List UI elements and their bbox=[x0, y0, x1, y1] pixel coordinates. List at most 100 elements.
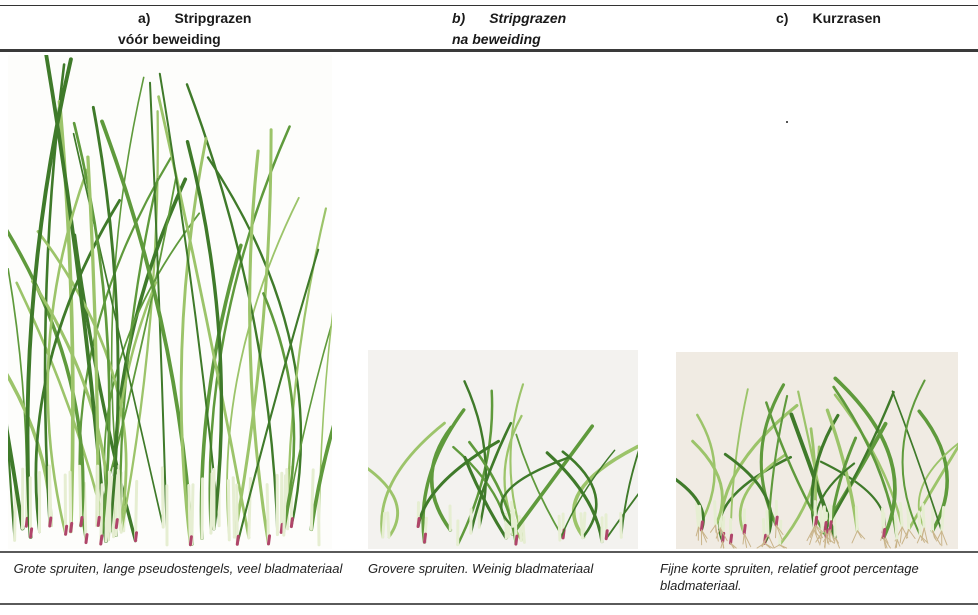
root-strand bbox=[941, 530, 948, 546]
photo-kurzrasen bbox=[676, 352, 958, 549]
grass-illustration-b bbox=[368, 380, 638, 547]
grass-blade bbox=[416, 439, 500, 528]
grass-stem bbox=[381, 511, 387, 539]
stem-base bbox=[828, 520, 833, 532]
grass-stem bbox=[82, 481, 88, 545]
root-strand bbox=[742, 532, 745, 545]
root-strand bbox=[779, 544, 785, 549]
root-strand bbox=[815, 524, 823, 539]
stray-mark bbox=[786, 121, 788, 123]
photo-stripgrazen-before bbox=[8, 55, 332, 549]
grass-stem bbox=[765, 509, 770, 537]
column-a-title: Stripgrazen bbox=[174, 10, 252, 26]
root-strand bbox=[923, 527, 928, 543]
root-strand bbox=[809, 526, 815, 538]
stem-base bbox=[823, 521, 828, 532]
root-strand bbox=[719, 527, 728, 542]
grass-blade bbox=[759, 383, 786, 527]
stem-base bbox=[729, 533, 734, 545]
grass-blade bbox=[421, 408, 466, 544]
grass-blade bbox=[185, 83, 279, 536]
grass-blade bbox=[8, 229, 85, 528]
stem-base bbox=[79, 516, 84, 527]
grass-blade bbox=[515, 433, 564, 539]
grass-blade bbox=[120, 110, 159, 534]
root-strand bbox=[813, 529, 820, 544]
header-divider bbox=[0, 49, 978, 52]
grass-stem bbox=[517, 515, 523, 542]
grass-stem bbox=[898, 501, 904, 529]
column-c-title: Kurzrasen bbox=[812, 10, 881, 26]
root-strand bbox=[834, 536, 840, 549]
grass-blade bbox=[318, 312, 332, 546]
grass-stem bbox=[78, 464, 83, 527]
grass-blade bbox=[572, 444, 638, 539]
grass-blade bbox=[57, 99, 75, 534]
grass-stem bbox=[279, 471, 284, 534]
root-strand bbox=[896, 539, 901, 547]
root-strand bbox=[761, 534, 769, 548]
grass-stem bbox=[134, 479, 139, 543]
stem-base bbox=[235, 534, 240, 546]
stem-base bbox=[114, 518, 119, 530]
root-strand bbox=[743, 532, 752, 548]
grass-blade bbox=[605, 492, 638, 540]
stem-base bbox=[514, 534, 519, 546]
photo-stripgrazen-after bbox=[368, 350, 638, 549]
root-strand bbox=[824, 530, 830, 545]
grass-blade bbox=[236, 248, 320, 546]
grass-stem bbox=[96, 464, 100, 527]
grass-blade bbox=[118, 177, 159, 531]
grass-stem bbox=[695, 502, 700, 529]
grass-blade bbox=[691, 439, 724, 527]
grass-stem bbox=[200, 477, 205, 540]
grass-blade bbox=[158, 72, 221, 527]
stem-base bbox=[64, 524, 69, 536]
grass-blade bbox=[832, 385, 899, 541]
caption-c: Fijne korte spruiten, relatief groot per… bbox=[660, 561, 919, 593]
grass-blade bbox=[25, 57, 73, 539]
grass-blade bbox=[46, 168, 89, 536]
grass-blade bbox=[891, 390, 943, 532]
grass-stem bbox=[190, 483, 195, 546]
root-strand bbox=[916, 535, 921, 544]
grass-blade bbox=[510, 424, 594, 536]
grass-blade bbox=[283, 320, 332, 536]
grass-blade bbox=[469, 421, 513, 535]
stem-base bbox=[24, 516, 29, 528]
grass-stem bbox=[579, 512, 584, 540]
table-bottom-border bbox=[0, 603, 978, 605]
root-strand bbox=[767, 534, 775, 549]
root-strand bbox=[809, 529, 815, 545]
grass-blade bbox=[620, 450, 638, 539]
table-top-border bbox=[0, 5, 978, 6]
root-strand bbox=[743, 532, 748, 548]
root-strand bbox=[700, 529, 707, 543]
grass-stem bbox=[582, 511, 587, 539]
grass-stem bbox=[160, 466, 165, 529]
grass-blade bbox=[765, 401, 828, 538]
grass-stem bbox=[116, 468, 122, 531]
grass-stem bbox=[231, 476, 236, 539]
grass-stem bbox=[265, 483, 270, 546]
root-strand bbox=[710, 524, 716, 533]
grass-stem bbox=[906, 504, 911, 531]
column-b-title: Stripgrazen bbox=[489, 10, 567, 26]
root-strand bbox=[936, 530, 943, 542]
grass-blade bbox=[8, 423, 16, 542]
root-strand bbox=[775, 524, 784, 535]
column-b-marker: b) bbox=[452, 10, 466, 26]
grass-stem bbox=[247, 477, 252, 540]
grass-stem bbox=[778, 519, 783, 547]
stem-base bbox=[814, 515, 819, 527]
grass-stem bbox=[187, 484, 192, 547]
root-strand bbox=[824, 536, 827, 549]
grass-blade bbox=[309, 424, 332, 532]
grass-blade bbox=[157, 95, 251, 540]
grass-stem bbox=[68, 470, 73, 533]
column-a-subtitle: vóór beweiding bbox=[118, 31, 221, 47]
root-strand bbox=[851, 530, 858, 544]
stem-base bbox=[84, 533, 89, 545]
root-strand bbox=[829, 529, 831, 542]
grass-blade bbox=[823, 390, 895, 532]
